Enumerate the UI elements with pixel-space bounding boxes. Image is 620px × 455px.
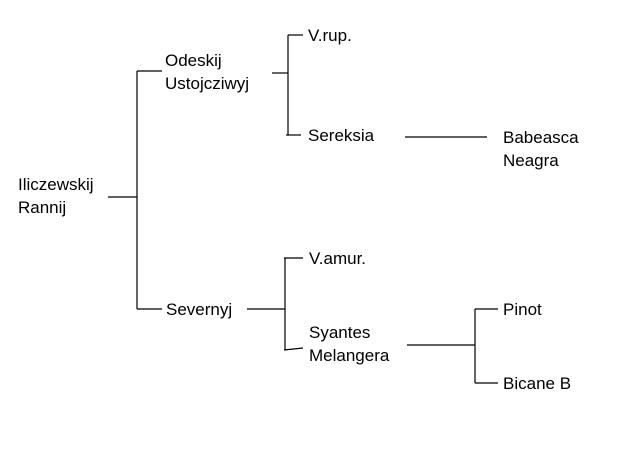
- node-label-line: Rannij: [18, 198, 67, 217]
- node-label-line: Severnyj: [166, 300, 233, 319]
- node-sereksia: Sereksia: [308, 124, 374, 147]
- node-label-line: V.rup.: [308, 26, 352, 45]
- edge-severnyj-syantes: [283, 347, 304, 351]
- node-v-rup: V.rup.: [308, 24, 352, 47]
- node-babeasca-neagra: Babeasca Neagra: [503, 126, 579, 172]
- node-label-line: Sereksia: [308, 126, 375, 145]
- node-label-line: Syantes: [309, 323, 371, 342]
- node-syantes-melangera: Syantes Melangera: [309, 321, 389, 367]
- node-label-line: Pinot: [503, 300, 542, 319]
- node-label-line: V.amur.: [309, 249, 367, 268]
- node-label-line: Babeasca: [503, 128, 579, 147]
- node-label-line: Melangera: [309, 346, 390, 365]
- node-bicane-b: Bicane B: [503, 372, 571, 395]
- node-odeskij-ustojcziwyj: Odeskij Ustojcziwyj: [165, 49, 249, 95]
- node-label-line: Iliczewskij: [18, 175, 94, 194]
- node-label-line: Neagra: [503, 151, 559, 170]
- node-pinot: Pinot: [503, 298, 542, 321]
- node-label-line: Bicane B: [503, 374, 572, 393]
- node-iliczewskij-rannij: Iliczewskij Rannij: [18, 173, 94, 219]
- node-label-line: Odeskij: [165, 51, 222, 70]
- node-severnyj: Severnyj: [166, 298, 232, 321]
- node-label-line: Ustojcziwyj: [165, 74, 250, 93]
- node-v-amur: V.amur.: [309, 247, 366, 270]
